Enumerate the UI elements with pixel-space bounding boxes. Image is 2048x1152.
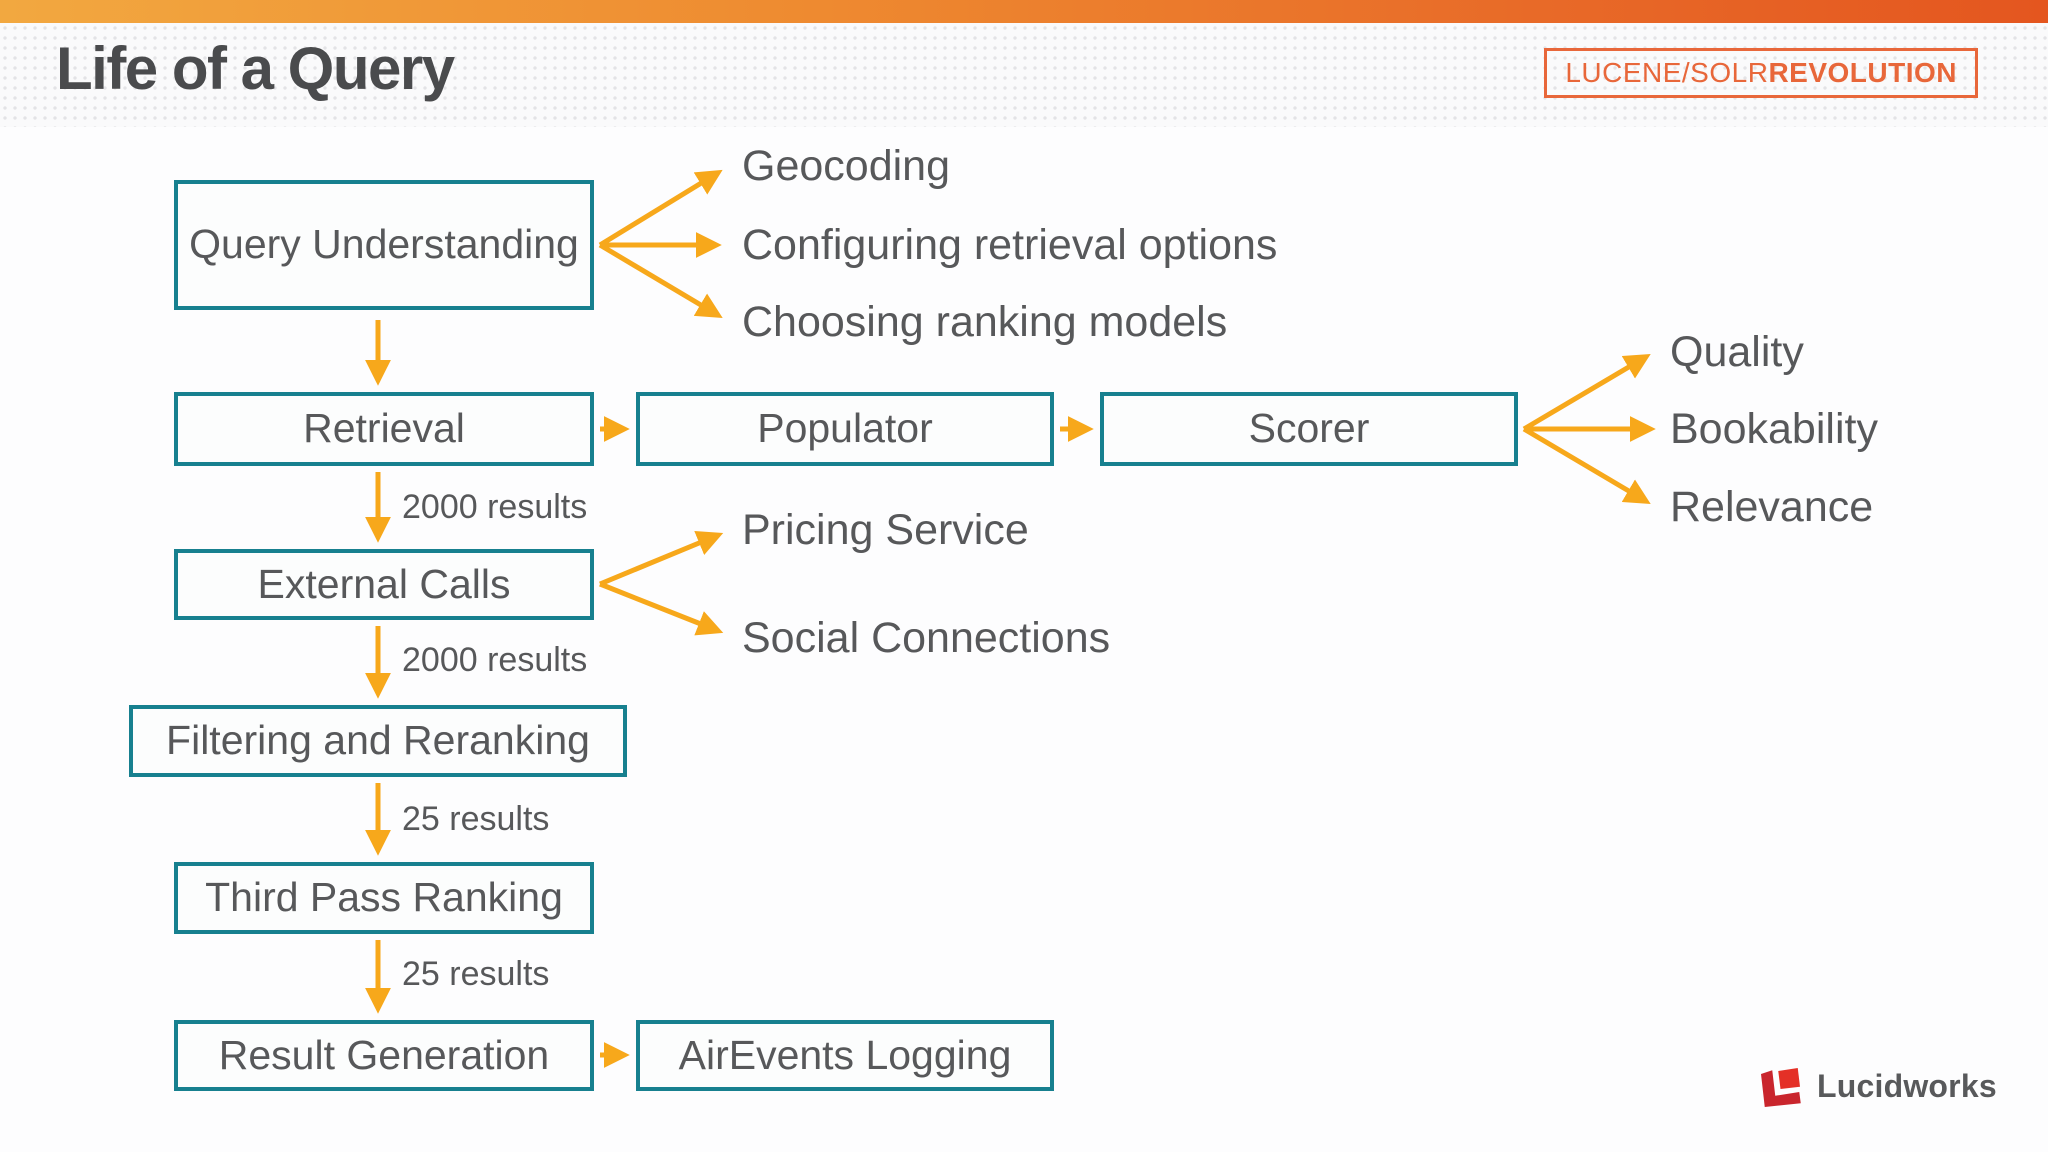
branch-label-configuring-retrieval-options: Configuring retrieval options [742, 221, 1278, 269]
node-retrieval: Retrieval [174, 392, 594, 466]
node-label: AirEvents Logging [678, 1031, 1012, 1078]
badge-text-bold: REVOLUTION [1768, 57, 1957, 88]
count-label-after-retrieval: 2000 results [402, 488, 588, 526]
branch-label-geocoding: Geocoding [742, 142, 950, 190]
branch-label-social-connections: Social Connections [742, 614, 1111, 662]
node-query-understanding: Query Understanding [174, 180, 594, 310]
branch-label-relevance: Relevance [1670, 483, 1874, 531]
node-populator: Populator [636, 392, 1054, 466]
node-label: Result Generation [218, 1031, 550, 1078]
branch-label-bookability: Bookability [1670, 405, 1878, 453]
lucidworks-icon [1761, 1068, 1801, 1107]
node-third-pass-ranking: Third Pass Ranking [174, 862, 594, 934]
header-dotted-strip [0, 23, 2048, 127]
node-label: Scorer [1248, 405, 1370, 452]
node-label: External Calls [257, 560, 511, 607]
node-airevents-logging: AirEvents Logging [636, 1020, 1054, 1091]
lucidworks-wordmark: Lucidworks [1817, 1067, 1997, 1104]
node-label: Retrieval [303, 405, 465, 452]
node-label: Filtering and Reranking [166, 717, 590, 764]
node-filtering-reranking: Filtering and Reranking [129, 705, 627, 777]
node-result-generation: Result Generation [174, 1020, 594, 1091]
node-label: Query Understanding [189, 221, 579, 268]
node-label: Populator [757, 405, 933, 452]
branch-label-choosing-ranking-models: Choosing ranking models [742, 298, 1228, 346]
node-label: Third Pass Ranking [205, 874, 563, 921]
lucidworks-logo: Lucidworks [1755, 1060, 1997, 1112]
page-title: Life of a Query [56, 35, 455, 102]
node-scorer: Scorer [1100, 392, 1518, 466]
branch-label-pricing-service: Pricing Service [742, 506, 1029, 554]
count-label-after-filtering: 25 results [402, 800, 550, 838]
branch-label-quality: Quality [1670, 328, 1804, 376]
top-accent-bar [0, 0, 2048, 23]
count-label-after-third-pass: 25 results [402, 955, 550, 993]
badge-text-regular: LUCENE/SOLR [1565, 57, 1769, 88]
node-external-calls: External Calls [174, 549, 594, 620]
count-label-after-external-calls: 2000 results [402, 641, 588, 679]
